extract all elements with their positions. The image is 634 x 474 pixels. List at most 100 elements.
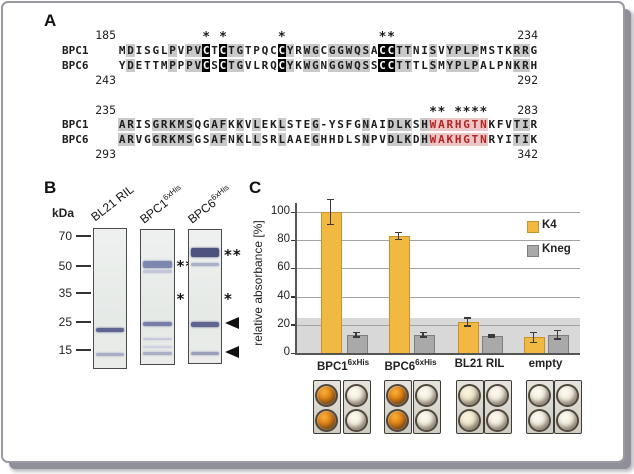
well-pale	[344, 384, 368, 407]
residue-number: 342	[517, 147, 538, 161]
residue: T	[395, 59, 404, 72]
residue: K	[228, 118, 235, 131]
residue: G	[144, 133, 151, 146]
gel-band	[143, 338, 172, 340]
residue: I	[135, 44, 143, 57]
residue: G	[311, 44, 320, 57]
residue: S	[261, 133, 269, 146]
residue: L	[244, 133, 252, 146]
error-bar-cap	[395, 238, 402, 241]
residue: C	[202, 44, 211, 57]
well-pale	[556, 384, 579, 407]
residue: W	[344, 44, 354, 57]
marker-tick	[76, 292, 91, 294]
residue: N	[228, 133, 235, 146]
legend-label: Kneg	[542, 243, 571, 255]
residue: S	[488, 44, 496, 57]
residue: V	[177, 44, 185, 57]
gel-band	[191, 322, 219, 327]
conserved-asterisk: *	[471, 105, 479, 120]
y-tick-label: 80	[277, 233, 290, 246]
residue: Y	[286, 59, 295, 72]
residue: P	[168, 44, 177, 57]
well-orange	[385, 409, 409, 432]
residue: S	[412, 118, 420, 131]
residue: H	[328, 133, 336, 146]
residue-number: 293	[95, 147, 116, 161]
residue: G	[530, 44, 538, 57]
residue: D	[412, 133, 420, 146]
asterisk-mark: *	[176, 290, 186, 308]
residue: Y	[118, 59, 126, 72]
residue: P	[168, 59, 177, 72]
residue: C	[320, 44, 328, 57]
residue: G	[354, 118, 361, 131]
residue: H	[420, 133, 429, 146]
gel-band	[143, 270, 172, 273]
residue: M	[176, 133, 186, 146]
residue: T	[227, 59, 236, 72]
residue: D	[386, 118, 396, 131]
conserved-asterisk: *	[437, 105, 446, 120]
residue: L	[252, 133, 261, 146]
error-bar-cap	[488, 336, 495, 338]
residue: L	[421, 59, 428, 72]
marker-tick	[76, 265, 91, 267]
gel-band	[143, 261, 172, 268]
residue: R	[521, 59, 530, 72]
residue: F	[218, 118, 228, 131]
residue: N	[505, 59, 512, 72]
residue: F	[345, 118, 353, 131]
gel-unit-label: kDa	[52, 206, 75, 220]
conserved-asterisk: *	[277, 30, 286, 45]
residue: T	[470, 118, 480, 131]
well-pale	[485, 409, 509, 432]
residue-number: 292	[517, 73, 538, 87]
residue: N	[479, 118, 488, 131]
residue: V	[505, 118, 512, 131]
residue: C	[277, 59, 286, 72]
gel-band	[143, 352, 172, 355]
gel-lane	[140, 229, 175, 365]
residue: D	[126, 44, 135, 57]
residue: T	[496, 44, 504, 57]
sequence-label: BPC6	[62, 133, 89, 146]
residue: E	[303, 133, 311, 146]
residue: M	[118, 44, 126, 57]
residue: Q	[261, 44, 269, 57]
gel-band	[143, 346, 172, 348]
gel-lane-label: BL21 RIL	[87, 182, 136, 224]
residue: M	[176, 118, 186, 131]
residue: G	[328, 59, 337, 72]
residue-number: 234	[517, 28, 538, 42]
residue: I	[521, 118, 530, 131]
error-bar-cap	[530, 341, 537, 344]
residue: Y	[496, 133, 504, 146]
residue: S	[370, 59, 378, 72]
gel-lane-label: BPC66xHis	[185, 182, 231, 227]
gel-lane-label: BPC16xHis	[137, 182, 183, 227]
residue: C	[386, 59, 396, 72]
residue: R	[160, 118, 169, 131]
well-pale	[485, 384, 509, 407]
residue: S	[428, 44, 438, 57]
residue: A	[480, 59, 487, 72]
residue: R	[126, 118, 135, 131]
residue: T	[144, 59, 151, 72]
residue: S	[144, 44, 151, 57]
arrowhead-icon	[225, 317, 239, 329]
residue: W	[302, 44, 312, 57]
residue: S	[185, 133, 194, 146]
residue: T	[512, 133, 522, 146]
residue: F	[218, 133, 228, 146]
error-bar-cap	[327, 223, 334, 226]
error-bar-cap	[530, 331, 537, 334]
residue: L	[395, 118, 404, 131]
residue: S	[361, 59, 370, 72]
category-label: empty	[528, 358, 563, 370]
bar-kneg	[548, 334, 569, 354]
residue: I	[135, 118, 143, 131]
error-bar-cap	[395, 231, 402, 234]
well-cream	[458, 409, 481, 432]
